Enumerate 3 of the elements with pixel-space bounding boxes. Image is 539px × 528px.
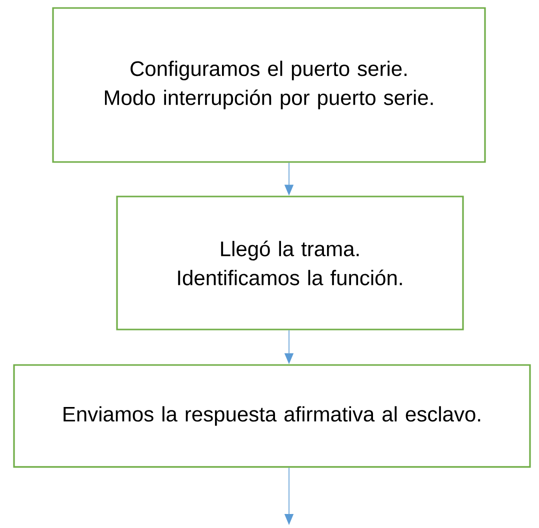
process-box: Llegó la trama. Identificamos la función. (116, 196, 464, 330)
process-box: Configuramos el puerto serie. Modo interrupción por puerto serie. (52, 7, 486, 163)
process-box: Enviamos la respuesta afirmativa al esclavo. (13, 364, 531, 468)
